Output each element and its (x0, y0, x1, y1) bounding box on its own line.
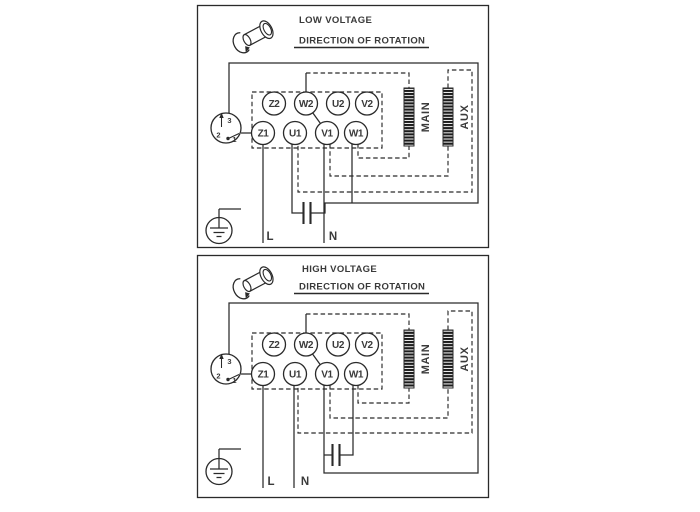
terminal-z2-label: Z2 (269, 340, 281, 351)
wire-w1-to-main-bottom (357, 144, 410, 159)
earth-ground-symbol (205, 216, 233, 245)
wire-v1-to-aux-bottom (329, 385, 449, 419)
main-winding-label: MAIN (420, 344, 432, 375)
wire-u1-to-capacitor (291, 143, 303, 214)
terminal-z2 (261, 91, 287, 116)
terminal-u2 (325, 332, 351, 357)
aux-winding-label: AUX (459, 104, 471, 129)
terminal-v2 (354, 332, 380, 357)
terminal-w2-label: W2 (299, 340, 314, 351)
terminal-v1-label: V1 (321, 370, 333, 381)
wire-w1-to-main-bottom (357, 385, 410, 404)
low-voltage-rotation-label: DIRECTION OF ROTATION (299, 36, 425, 47)
terminal-u1 (282, 361, 308, 387)
terminal-w2 (293, 91, 319, 116)
high-voltage-diagram: HIGH VOLTAGE DIRECTION OF ROTATION MAIN … (196, 254, 490, 499)
wire-aux-top-to-u1 (297, 310, 473, 434)
terminal-u1-label: U1 (289, 370, 302, 381)
terminal-v2-label: V2 (361, 340, 373, 351)
terminal-w1 (343, 120, 369, 146)
wire-aux-top-to-u1 (297, 69, 473, 193)
terminal-v1 (314, 120, 340, 146)
neutral-supply-label: N (301, 476, 309, 488)
aux-winding (442, 329, 454, 389)
protector-terminal-1-label: 1 (232, 135, 236, 144)
terminal-v2 (354, 91, 380, 116)
terminal-w1-label: W1 (349, 129, 364, 140)
terminal-z1-label: Z1 (258, 129, 270, 140)
thermal-protector-symbol: 3 2 1 (210, 112, 242, 144)
protector-terminal-3-label: 3 (227, 116, 231, 125)
terminal-u1-label: U1 (289, 129, 302, 140)
terminal-w1 (343, 361, 369, 387)
wire-protector-capacitor-loop (228, 62, 479, 214)
terminal-block-outline (251, 332, 383, 390)
terminal-u2 (325, 91, 351, 116)
protector-terminal-2-label: 2 (216, 131, 220, 140)
rotation-shaft-icon (229, 263, 277, 303)
neutral-supply-label: N (329, 231, 337, 243)
protector-terminal-1-label: 1 (232, 376, 236, 385)
terminal-z2 (261, 332, 287, 357)
terminal-z1 (250, 361, 276, 387)
terminal-v1 (314, 361, 340, 387)
low-voltage-diagram: LOW VOLTAGE DIRECTION OF ROTATION MAIN A… (196, 4, 490, 249)
terminal-v2-label: V2 (361, 99, 373, 110)
terminal-w2-label: W2 (299, 99, 314, 110)
earth-ground-symbol (205, 457, 233, 486)
main-winding (403, 329, 415, 389)
high-voltage-title: HIGH VOLTAGE (302, 264, 377, 275)
terminal-u1 (282, 120, 308, 146)
protector-terminal-3-label: 3 (227, 357, 231, 366)
low-voltage-title: LOW VOLTAGE (299, 15, 372, 26)
protector-terminal-2-label: 2 (216, 372, 220, 381)
terminal-w2 (293, 332, 319, 357)
terminal-z2-label: Z2 (269, 99, 281, 110)
high-voltage-frame (196, 254, 490, 499)
capacitor-symbol (302, 202, 312, 224)
aux-winding (442, 87, 454, 147)
wire-v1-to-aux-bottom (329, 144, 449, 177)
terminal-w1-label: W1 (349, 370, 364, 381)
terminal-u2-label: U2 (332, 340, 345, 351)
terminal-z1 (250, 120, 276, 146)
low-voltage-frame (196, 4, 490, 249)
terminal-u2-label: U2 (332, 99, 345, 110)
rotation-shaft-icon (229, 17, 277, 57)
main-winding-label: MAIN (420, 102, 432, 133)
terminal-block-outline (251, 91, 383, 149)
aux-winding-label: AUX (459, 346, 471, 371)
high-voltage-rotation-label: DIRECTION OF ROTATION (299, 282, 425, 293)
capacitor-symbol (331, 444, 341, 466)
wire-protector-v1-loop (228, 302, 479, 474)
line-supply-label: L (267, 476, 274, 488)
terminal-v1-label: V1 (321, 129, 333, 140)
terminal-z1-label: Z1 (258, 370, 270, 381)
wire-w2-to-main-top (306, 72, 410, 88)
line-supply-label: L (266, 231, 273, 243)
wire-w1-to-capacitor (340, 385, 354, 456)
thermal-protector-symbol: 3 2 1 (210, 353, 242, 385)
main-winding (403, 87, 415, 147)
wire-w2-to-main-top (306, 313, 410, 330)
